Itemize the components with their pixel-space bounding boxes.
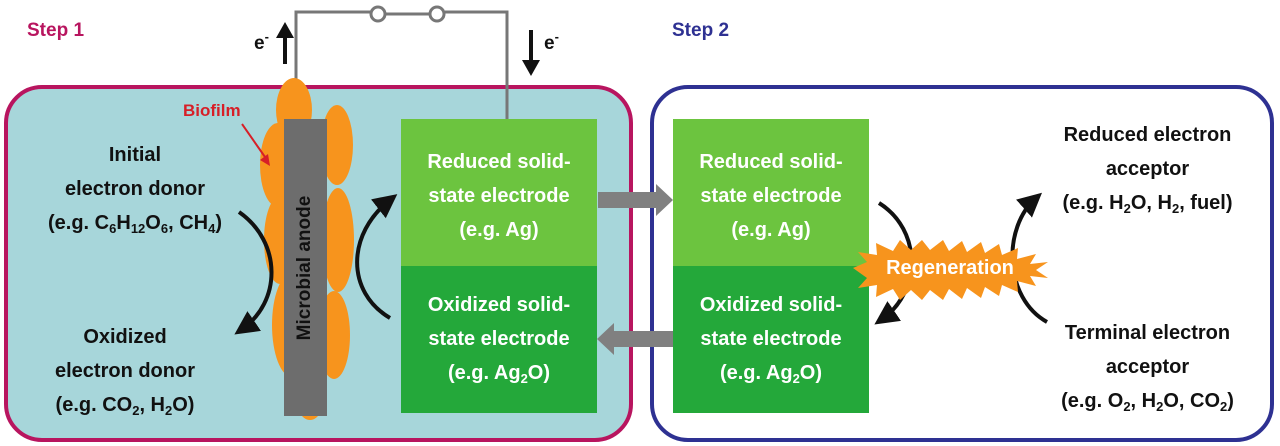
regeneration-label: Regeneration — [886, 257, 1014, 279]
left-reduced-electrode-text: Reduced solid- state electrode (e.g. Ag) — [427, 151, 571, 241]
initial-donor-label: Initial electron donor (e.g. C6H12O6, CH… — [10, 138, 260, 240]
donor-oxidation-arrow — [234, 210, 274, 335]
oxidized-donor-formula: (e.g. CO2, H2O) — [55, 394, 195, 418]
biofilm-pointer — [241, 123, 266, 158]
electron-in-arrow — [522, 30, 540, 76]
left-oxidized-electrode — [401, 266, 597, 413]
transfer-arrow-left — [597, 323, 673, 355]
reduced-acceptor-line2: acceptor — [1105, 158, 1190, 180]
terminal-acceptor-label: Terminal electron acceptor (e.g. O2, H2O… — [1030, 316, 1265, 418]
initial-donor-line2: electron donor — [64, 178, 205, 200]
biofilm-label: Biofilm — [183, 101, 241, 120]
left-oxidized-electrode-text: Oxidized solid- state electrode (e.g. Ag… — [427, 294, 571, 386]
step2-label: Step 2 — [672, 20, 730, 41]
reduced-acceptor-line1: Reduced electron — [1063, 124, 1232, 146]
circuit-terminal-right — [428, 5, 446, 23]
right-oxidized-electrode — [673, 266, 869, 413]
step1-label: Step 1 — [27, 20, 85, 41]
microbial-anode-label: Microbial anode — [294, 195, 315, 341]
transfer-arrow-right — [598, 184, 673, 216]
regeneration-burst — [853, 240, 1048, 300]
reduced-acceptor-label: Reduced electron acceptor (e.g. H2O, H2,… — [1030, 118, 1265, 220]
terminal-acceptor-line1: Terminal electron — [1064, 322, 1231, 344]
initial-donor-formula: (e.g. C6H12O6, CH4) — [48, 212, 222, 236]
terminal-acceptor-line2: acceptor — [1105, 356, 1190, 378]
initial-donor-line1: Initial — [108, 144, 162, 166]
right-reduced-electrode-text: Reduced solid- state electrode (e.g. Ag) — [699, 151, 843, 241]
oxidized-donor-line2: electron donor — [54, 360, 195, 382]
microbial-anode — [284, 119, 327, 416]
right-oxidized-electrode-text: Oxidized solid- state electrode (e.g. Ag… — [699, 294, 843, 386]
reduced-acceptor-formula: (e.g. H2O, H2, fuel) — [1062, 192, 1233, 216]
electron-out-label: e- — [254, 29, 269, 54]
oxidized-donor-line1: Oxidized — [83, 326, 167, 348]
circuit-terminal-left — [369, 5, 387, 23]
biofilm-pointer-head — [260, 154, 270, 166]
electrode-reduction-arrow — [355, 194, 398, 320]
electron-in-label: e- — [544, 29, 559, 54]
terminal-acceptor-formula: (e.g. O2, H2O, CO2) — [1061, 390, 1234, 414]
oxidized-donor-label: Oxidized electron donor (e.g. CO2, H2O) — [10, 320, 240, 422]
left-reduced-electrode — [401, 119, 597, 266]
wire-right — [445, 10, 509, 119]
right-reduced-electrode — [673, 119, 869, 266]
electron-out-arrow — [276, 22, 294, 64]
